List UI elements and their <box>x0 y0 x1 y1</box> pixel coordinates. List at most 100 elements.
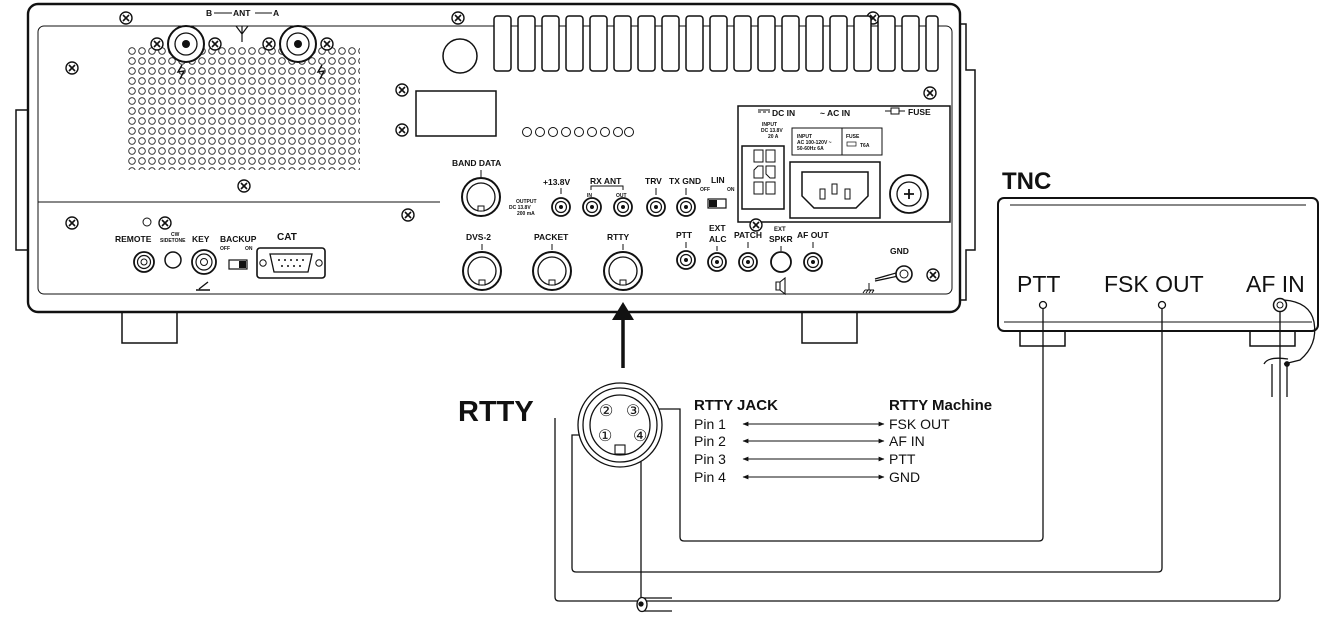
rx-out-jack[interactable] <box>613 197 633 217</box>
arrow-head-icon <box>612 302 634 320</box>
packet-label: PACKET <box>534 232 569 242</box>
band-data-jack[interactable] <box>461 177 501 217</box>
dvs2-jack[interactable] <box>462 251 502 291</box>
tx-gnd-jack[interactable] <box>676 197 696 217</box>
af-out-jack[interactable] <box>803 252 823 272</box>
pin-3-marker: ③ <box>626 403 640 420</box>
speaker-icon <box>775 276 786 296</box>
table-row-signal: PTT <box>889 451 916 467</box>
cat-label: CAT <box>277 232 297 243</box>
rtty-jack[interactable] <box>603 251 643 291</box>
table-row-pin: Pin 2 <box>694 433 726 449</box>
patch-label: PATCH <box>734 230 762 240</box>
rx-ant-label: RX ANT <box>590 176 622 186</box>
patch-jack[interactable] <box>738 252 758 272</box>
rx-in-jack[interactable] <box>582 197 602 217</box>
dc-symbol-icon <box>758 109 770 113</box>
table-row-signal: GND <box>889 469 920 485</box>
backup-switch[interactable] <box>228 259 248 270</box>
band-data-label: BAND DATA <box>452 158 501 168</box>
table-left-header: RTTY JACK <box>694 397 778 414</box>
table-right-header: RTTY Machine <box>889 397 992 414</box>
backup-on-label: ON <box>245 246 253 252</box>
right-foot <box>801 307 858 344</box>
lightning-icon <box>316 64 326 80</box>
lin-on-label: ON <box>727 187 735 193</box>
ext-alc-label-1: EXT <box>709 223 726 233</box>
ptt-jack-label: PTT <box>676 230 693 240</box>
pin-table: RTTY JACK RTTY Machine Pin 1 FSK OUT Pin… <box>694 397 992 485</box>
rx-out-label: OUT <box>616 193 627 199</box>
rtty-plug-title: RTTY <box>458 396 534 428</box>
fuse-rating-label: T6A <box>860 143 870 149</box>
fuse-small-label: FUSE <box>846 134 860 140</box>
fuse-icon <box>890 107 900 115</box>
ptt-jack[interactable] <box>676 250 696 270</box>
transceiver-rear-panel: B ANT A <box>15 2 976 344</box>
trv-label: TRV <box>645 176 662 186</box>
key-paddle-icon <box>196 281 210 291</box>
table-row-signal: AF IN <box>889 433 925 449</box>
ant-a-label: A <box>273 8 279 18</box>
ant-b-label: B <box>206 8 212 18</box>
tx-gnd-label: TX GND <box>669 176 701 186</box>
lin-label: LIN <box>711 175 725 185</box>
trv-jack[interactable] <box>646 197 666 217</box>
tnc-fsk-out-label: FSK OUT <box>1104 271 1204 297</box>
lin-off-label: OFF <box>700 187 710 193</box>
table-row-signal: FSK OUT <box>889 416 950 432</box>
wire-af-in-shield <box>1283 299 1316 365</box>
af-out-label: AF OUT <box>797 230 829 240</box>
ext-spkr-jack[interactable] <box>770 251 792 273</box>
vent-slots <box>493 15 939 72</box>
key-label: KEY <box>192 234 210 244</box>
v138-jack[interactable] <box>551 197 571 217</box>
packet-jack[interactable] <box>532 251 572 291</box>
side-handle-left <box>15 109 28 251</box>
sidetone-label: SIDETONE <box>160 238 186 244</box>
plug-key <box>614 444 626 455</box>
ac-input-label: INPUT <box>797 134 812 140</box>
table-row-pin: Pin 3 <box>694 451 726 467</box>
ext-spkr-label-2: SPKR <box>769 234 793 244</box>
speaker-grille <box>127 46 360 170</box>
plus-icon <box>904 189 914 199</box>
dc-in-label: DC IN <box>772 108 795 118</box>
tnc-ptt-jack[interactable] <box>1038 300 1048 310</box>
v138-dc-label: DC 13.8V <box>509 205 531 211</box>
tnc-title: TNC <box>1002 168 1051 195</box>
antenna-icon <box>235 25 249 42</box>
tnc-body <box>997 197 1319 332</box>
left-foot <box>121 307 178 344</box>
wire-ptt <box>650 309 1044 542</box>
remote-indicator <box>142 217 152 227</box>
dc-input-label: INPUT <box>762 122 777 128</box>
ac-spec-box <box>791 127 883 156</box>
ac-range-label: AC 100-120V ~ <box>797 140 832 146</box>
cw-sidetone-knob[interactable] <box>164 251 182 269</box>
ext-alc-jack[interactable] <box>707 252 727 272</box>
rx-in-label: IN <box>587 193 592 199</box>
fan-hub <box>442 38 478 74</box>
ground-symbol-icon <box>862 283 875 294</box>
backup-label: BACKUP <box>220 234 257 244</box>
table-row-pin: Pin 4 <box>694 469 726 485</box>
tnc-fsk-out-jack[interactable] <box>1157 300 1167 310</box>
dvs2-label: DVS-2 <box>466 232 491 242</box>
wire-af-in <box>554 311 1281 602</box>
v138-output-label: OUTPUT <box>516 199 537 205</box>
pin-1-marker: ① <box>598 428 612 445</box>
cw-label: CW <box>171 232 180 238</box>
dc-current-label: 20 A <box>768 134 779 140</box>
remote-jack[interactable] <box>133 251 155 273</box>
tnc-ptt-label: PTT <box>1017 271 1060 297</box>
table-row-pin: Pin 1 <box>694 416 726 432</box>
remote-label: REMOTE <box>115 234 152 244</box>
fuse-small-icon <box>846 141 857 147</box>
ant-label: ANT <box>233 8 251 18</box>
tnc-unit: TNC PTT FSK OUT AF IN <box>997 168 1319 347</box>
pin-4-marker: ④ <box>633 428 647 445</box>
backup-off-label: OFF <box>220 246 230 252</box>
